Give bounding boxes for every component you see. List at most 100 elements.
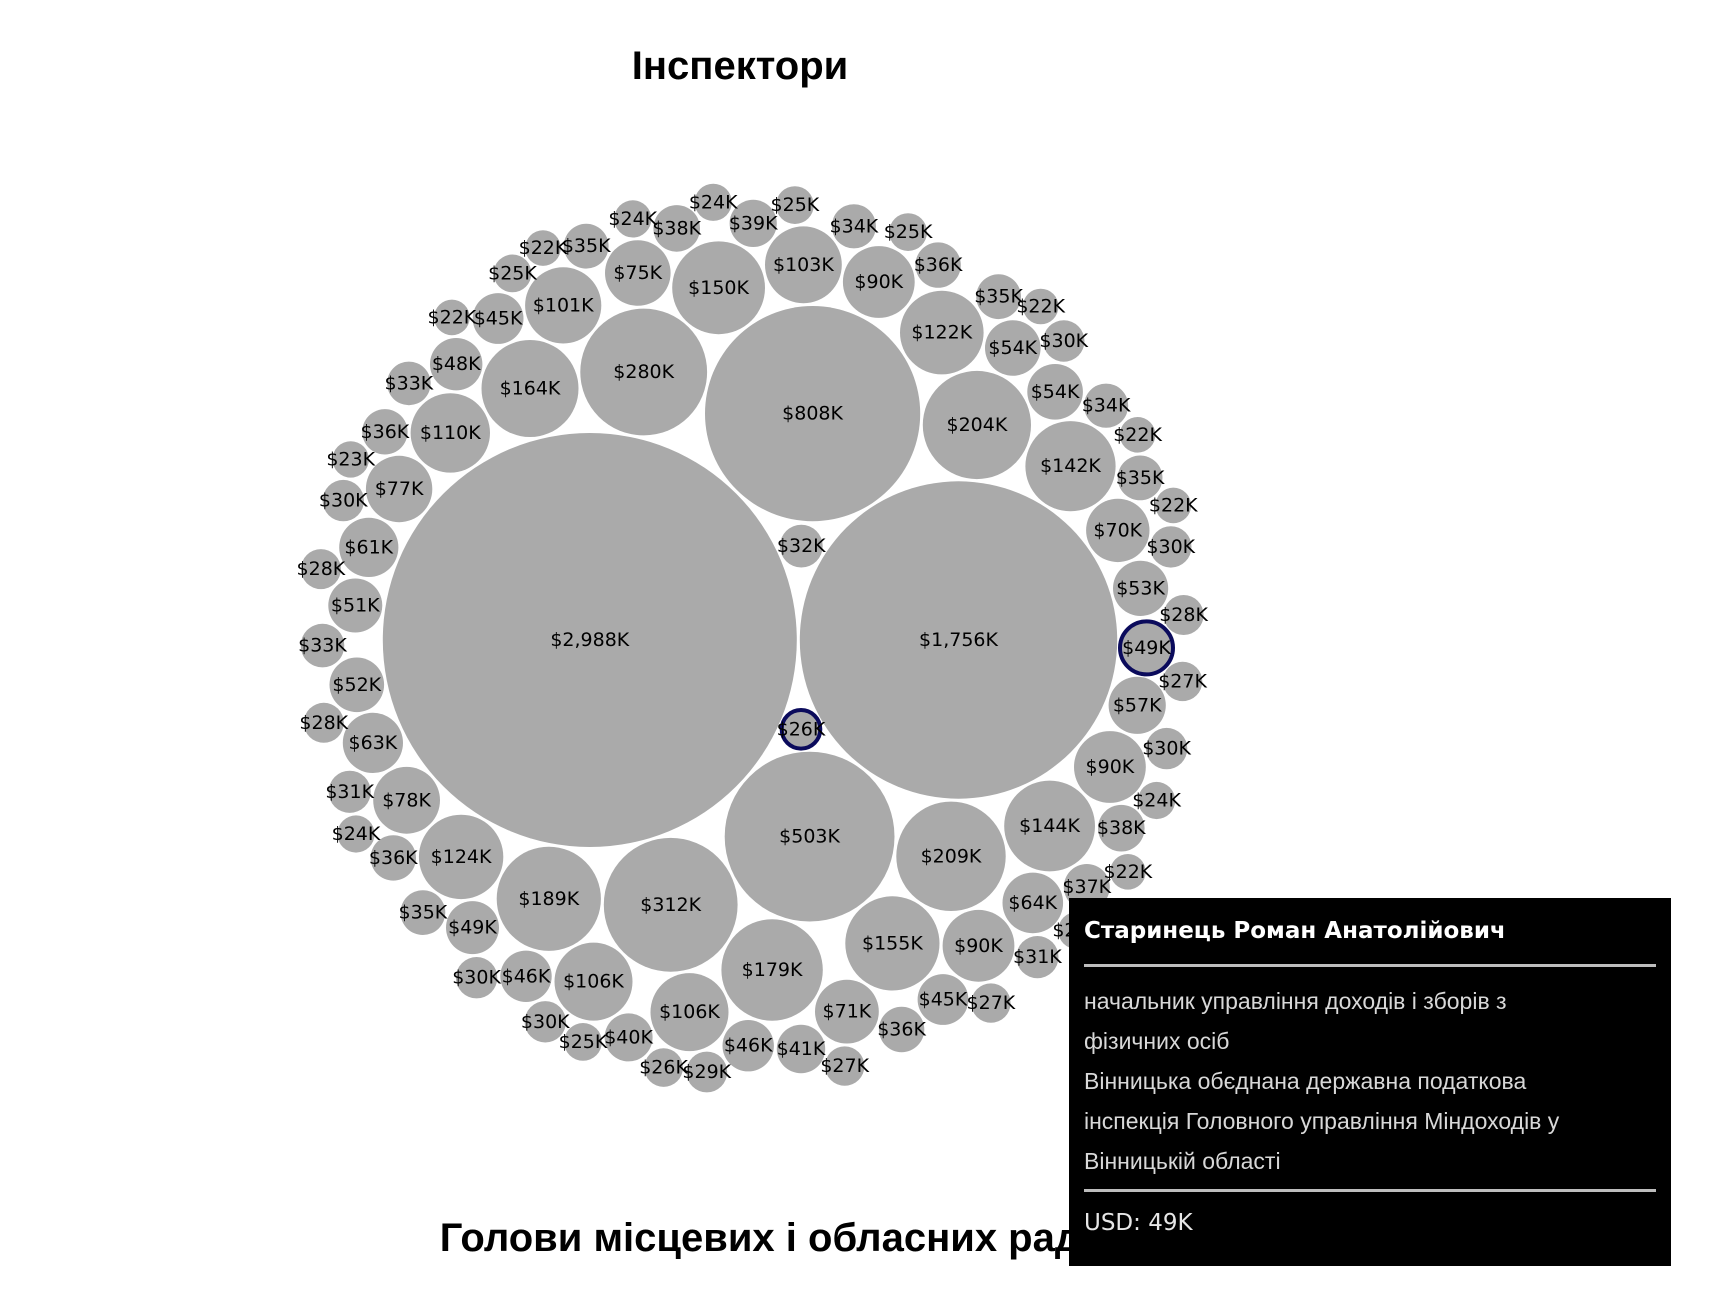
bubble[interactable]	[721, 919, 823, 1021]
bubble[interactable]	[1022, 288, 1059, 325]
bubble[interactable]	[889, 213, 927, 252]
bubble[interactable]	[724, 751, 895, 922]
bubble[interactable]	[455, 957, 498, 999]
bubble[interactable]	[650, 973, 729, 1052]
bubble-highlighted[interactable]	[779, 708, 823, 751]
bubble[interactable]	[686, 1051, 728, 1093]
bubble[interactable]	[1098, 804, 1145, 852]
bubble[interactable]	[922, 370, 1031, 480]
bubble[interactable]	[842, 246, 915, 318]
bubble[interactable]	[779, 524, 823, 568]
bubble[interactable]	[300, 623, 345, 668]
bubble[interactable]	[604, 1013, 653, 1062]
bubble[interactable]	[917, 974, 969, 1025]
bubble[interactable]	[303, 702, 344, 743]
bubble[interactable]	[1004, 780, 1095, 872]
bubble[interactable]	[915, 242, 961, 288]
bubble[interactable]	[1162, 661, 1203, 702]
bubble-label: $179K	[742, 959, 803, 981]
bubble[interactable]	[694, 183, 732, 221]
bubble[interactable]	[976, 274, 1021, 320]
bubble[interactable]	[1119, 417, 1156, 453]
bubble[interactable]	[1163, 595, 1204, 635]
bubble[interactable]	[644, 1048, 683, 1087]
bubble[interactable]	[373, 766, 440, 834]
bubble[interactable]	[614, 200, 652, 238]
bubble[interactable]	[1138, 781, 1176, 820]
bubble[interactable]	[525, 267, 602, 344]
bubble[interactable]	[370, 835, 416, 881]
bubble[interactable]	[387, 361, 431, 406]
bubble[interactable]	[825, 1046, 865, 1086]
bubble[interactable]	[496, 846, 601, 951]
bubble[interactable]	[815, 979, 879, 1044]
bubble[interactable]	[653, 205, 700, 252]
bubble[interactable]	[776, 1024, 826, 1074]
bubble-highlighted[interactable]	[1118, 619, 1175, 677]
bubble[interactable]	[799, 481, 1118, 799]
bubble[interactable]	[524, 1001, 566, 1043]
bubble[interactable]	[776, 186, 814, 225]
bubble[interactable]	[525, 230, 561, 266]
bubble[interactable]	[1117, 455, 1163, 501]
bubble[interactable]	[300, 549, 341, 590]
bubble[interactable]	[1027, 364, 1083, 420]
bubble[interactable]	[322, 479, 364, 522]
bubble[interactable]	[339, 517, 399, 578]
bubble[interactable]	[1016, 936, 1059, 979]
bubble[interactable]	[1150, 526, 1192, 568]
bubble[interactable]	[481, 340, 579, 437]
bubble[interactable]	[729, 199, 777, 247]
bubble[interactable]	[365, 455, 433, 523]
bubble[interactable]	[1108, 676, 1166, 734]
bubble[interactable]	[1086, 498, 1150, 563]
bubble[interactable]	[430, 338, 483, 391]
bubble[interactable]	[332, 441, 369, 478]
bubble[interactable]	[1074, 731, 1146, 803]
tooltip-person-name: Старинець Роман Анатолійович	[1084, 918, 1506, 944]
bubble[interactable]	[900, 290, 984, 375]
bubble[interactable]	[382, 433, 797, 847]
bubble[interactable]	[765, 226, 842, 304]
bubble[interactable]	[342, 712, 403, 774]
bubble[interactable]	[400, 890, 446, 935]
bubble[interactable]	[1002, 872, 1064, 934]
bubble[interactable]	[878, 1006, 925, 1053]
bubble[interactable]	[1084, 383, 1129, 428]
bubble[interactable]	[410, 393, 490, 473]
bubble-label: $122K	[911, 322, 972, 344]
bubble[interactable]	[1110, 854, 1146, 890]
bubble[interactable]	[418, 814, 504, 900]
bubble-label: $124K	[431, 846, 492, 868]
bubble[interactable]	[603, 837, 738, 972]
bubble[interactable]	[329, 657, 385, 713]
bubble[interactable]	[896, 801, 1006, 911]
bubble[interactable]	[831, 204, 877, 249]
bubble[interactable]	[1025, 421, 1116, 512]
bubble[interactable]	[722, 1019, 774, 1072]
bubble[interactable]	[605, 240, 671, 306]
bubble[interactable]	[564, 1023, 602, 1061]
bubble[interactable]	[563, 223, 609, 269]
bubble[interactable]	[1145, 727, 1188, 770]
bubble[interactable]	[500, 950, 552, 1002]
bubble[interactable]	[434, 299, 470, 336]
bubble[interactable]	[337, 815, 375, 853]
bubble[interactable]	[328, 770, 371, 813]
bubble[interactable]	[446, 901, 499, 955]
bubble[interactable]	[1155, 487, 1192, 524]
bubble[interactable]	[985, 320, 1041, 376]
bubble[interactable]	[1043, 320, 1085, 362]
bubble[interactable]	[942, 909, 1015, 982]
bubble[interactable]	[362, 409, 408, 455]
bubble[interactable]	[971, 983, 1011, 1023]
bubble[interactable]	[672, 241, 765, 335]
bubble[interactable]	[705, 306, 921, 522]
bubble[interactable]	[1113, 560, 1169, 617]
bubble[interactable]	[328, 578, 383, 633]
bubble[interactable]	[845, 896, 940, 991]
bubble[interactable]	[580, 308, 708, 436]
bubble[interactable]	[493, 254, 532, 293]
bubble[interactable]	[472, 293, 524, 344]
bubble[interactable]	[554, 942, 633, 1021]
